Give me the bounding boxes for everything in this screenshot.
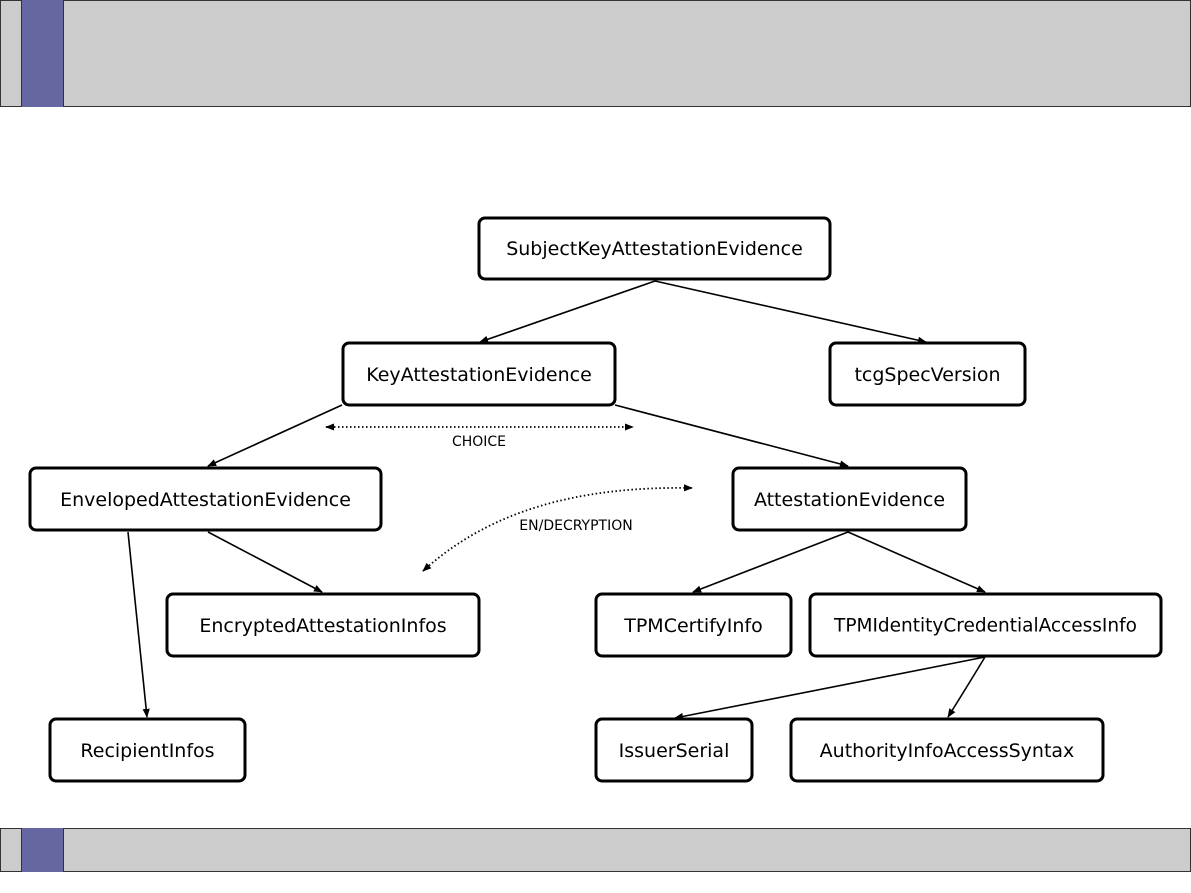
node-issuer-serial: IssuerSerial: [594, 717, 754, 783]
node-label: AttestationEvidence: [754, 489, 945, 511]
en-decryption-label: EN/DECRYPTION: [519, 518, 632, 534]
node-label: AuthorityInfoAccessSyntax: [820, 740, 1075, 762]
node-label: KeyAttestationEvidence: [366, 364, 592, 386]
header-accent-bar: [21, 0, 64, 107]
footer-accent-bar: [21, 828, 64, 872]
node-label: EnvelopedAttestationEvidence: [60, 489, 351, 511]
node-label: IssuerSerial: [619, 740, 730, 762]
node-key-attestation-evidence: KeyAttestationEvidence: [341, 341, 617, 407]
edge-enveloped-to-recipientinfos: [127, 531, 150, 718]
edge-subject-to-keyattestation: [479, 280, 656, 343]
header-band: [0, 0, 1191, 107]
node-label: TPMIdentityCredentialAccessInfo: [833, 616, 1137, 637]
node-tcg-spec-version: tcgSpecVersion: [828, 341, 1027, 407]
edge-keyattestation-to-attestation: [614, 404, 849, 468]
edge-subject-to-tcgspecversion: [654, 280, 927, 344]
node-tpm-identity-credential-access-info: TPMIdentityCredentialAccessInfo: [808, 592, 1163, 658]
node-label: TPMCertifyInfo: [623, 615, 763, 637]
edge-keyattestation-to-enveloped: [207, 404, 343, 467]
node-attestation-evidence: AttestationEvidence: [731, 466, 968, 532]
edges: [127, 280, 986, 720]
node-label: tcgSpecVersion: [854, 364, 1000, 386]
node-label: SubjectKeyAttestationEvidence: [506, 238, 803, 260]
choice-label: CHOICE: [452, 434, 506, 450]
node-recipient-infos: RecipientInfos: [48, 717, 247, 783]
footer-band: [0, 828, 1191, 872]
edge-tpmidentity-to-issuerserial: [674, 656, 986, 720]
node-enveloped-attestation-evidence: EnvelopedAttestationEvidence: [28, 466, 383, 532]
node-subject-key-attestation-evidence: SubjectKeyAttestationEvidence: [477, 216, 832, 281]
node-authority-info-access-syntax: AuthorityInfoAccessSyntax: [789, 717, 1105, 783]
edge-enveloped-to-encrypted: [207, 531, 323, 593]
node-label: EncryptedAttestationInfos: [199, 615, 446, 637]
edge-tpmidentity-to-authorityinfo: [947, 656, 986, 718]
edge-attestation-to-tpmidentity: [847, 531, 986, 593]
node-encrypted-attestation-infos: EncryptedAttestationInfos: [165, 592, 481, 658]
node-tpm-certify-info: TPMCertifyInfo: [594, 592, 793, 658]
node-label: RecipientInfos: [80, 740, 214, 762]
edge-attestation-to-tpmcertifyinfo: [692, 531, 849, 593]
